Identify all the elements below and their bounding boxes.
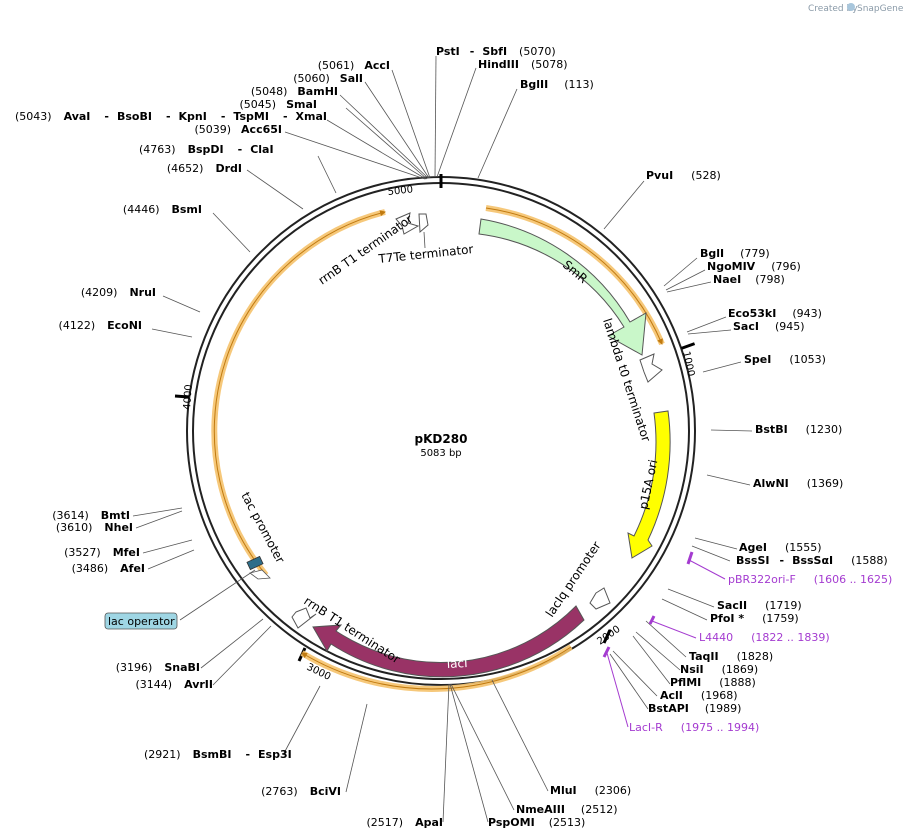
site-snabi[interactable]: (3196) SnaBI	[116, 658, 200, 675]
tick-1000-mark	[680, 342, 696, 350]
orange-arc-laci-line	[301, 646, 572, 690]
site-afei[interactable]: (3486) AfeI	[72, 559, 145, 576]
leader-lines	[132, 55, 753, 823]
feature-t7te-terminator[interactable]	[418, 213, 429, 234]
site-mfei[interactable]: (3527) MfeI	[64, 543, 140, 560]
site-econi[interactable]: (4122) EcoNI	[59, 316, 142, 333]
tick-1000-label: 1000	[680, 350, 696, 377]
site-sacii[interactable]: SacII (1719)	[717, 596, 802, 613]
site-nhei[interactable]: (3610) NheI	[56, 518, 133, 535]
site-bstapi[interactable]: BstAPI (1989)	[648, 699, 741, 716]
orange-arc-smr-line	[485, 207, 663, 345]
lac-operator-leader	[179, 569, 256, 621]
feature-tac-promoter-box[interactable]	[246, 555, 264, 571]
feature-rrnb-t1-upper[interactable]	[395, 212, 420, 235]
feature-smr[interactable]	[478, 218, 647, 356]
site-agei[interactable]: AgeI (1555)	[739, 538, 822, 555]
feature-tac-promoter-arrow	[249, 569, 271, 580]
site-acci[interactable]: (5061) AccI	[318, 56, 390, 73]
feature-tac-promoter-label: tac promoter	[238, 490, 287, 566]
primer-l4440[interactable]: L4440 (1822 .. 1839)	[699, 628, 830, 645]
feature-lac-operator[interactable]	[104, 612, 178, 630]
tick-2000-mark	[602, 629, 612, 644]
orange-arc-left-line	[213, 210, 386, 576]
site-spei[interactable]: SpeI (1053)	[744, 350, 826, 367]
primer-marks	[602, 551, 726, 728]
site-acli[interactable]: AclI (1968)	[660, 686, 737, 703]
site-saci[interactable]: SacI (945)	[733, 317, 805, 334]
brand-name: SnapGene	[857, 4, 904, 14]
site-naei[interactable]: NaeI (798)	[713, 270, 785, 287]
snapgene-brand: Created by SnapGene	[808, 3, 904, 14]
feature-lac-operator-label: lac operator	[108, 615, 175, 628]
site-pvui[interactable]: PvuI (528)	[646, 166, 721, 183]
site-sali[interactable]: (5060) SalI	[293, 69, 363, 86]
feature-lambda-t0-terminator[interactable]	[639, 353, 663, 383]
plasmid-name: pKD280	[415, 432, 468, 446]
tick-4000-mark	[174, 394, 190, 399]
primer-laci-r[interactable]: LacI-R (1975 .. 1994)	[629, 718, 759, 735]
site-bamhi[interactable]: (5048) BamHI	[251, 82, 338, 99]
feature-p15a-ori[interactable]	[627, 410, 671, 559]
site-ngomiv[interactable]: NgoMIV (796)	[707, 257, 801, 274]
site-bsmbi[interactable]: (2921) BsmBI - Esp3I	[144, 745, 292, 762]
site-bmti[interactable]: (3614) BmtI	[52, 506, 130, 523]
orange-arc-left	[211, 209, 386, 577]
site-psti[interactable]: PstI - SbfI (5070)	[436, 42, 556, 59]
tick-2000-label: 2000	[595, 624, 622, 648]
feature-t7te-label: T7Te terminator	[377, 242, 474, 266]
site-nrui[interactable]: (4209) NruI	[81, 283, 156, 300]
site-taqii[interactable]: TaqII (1828)	[689, 647, 773, 664]
site-smai[interactable]: (5045) SmaI	[240, 95, 317, 112]
site-avai[interactable]: (5043) AvaI - BsoBI - KpnI - TspMI - Xma…	[15, 107, 327, 124]
site-pspomi[interactable]: PspOMI (2513)	[488, 813, 585, 830]
snapgene-logo-icon	[847, 3, 855, 11]
site-bsssi[interactable]: BssSI - BssSαI (1588)	[736, 551, 888, 568]
tick-5000-label: 5000	[387, 184, 413, 198]
feature-laci[interactable]	[312, 605, 585, 678]
feature-laci-label: lacI	[446, 656, 468, 671]
feature-laciq-promoter[interactable]	[589, 587, 611, 610]
feature-rrnb-t1-lower[interactable]	[291, 607, 317, 629]
site-bstbi[interactable]: BstBI (1230)	[755, 420, 842, 437]
tick-4000-label: 4000	[182, 384, 195, 410]
brand-created-by: Created by	[808, 4, 858, 14]
site-avrii[interactable]: (3144) AvrII	[136, 675, 213, 692]
site-pflmi[interactable]: PflMI (1888)	[670, 673, 756, 690]
t7te-leader	[423, 231, 426, 249]
site-hindiii[interactable]: HindIII (5078)	[478, 55, 568, 72]
site-apai[interactable]: (2517) ApaI	[367, 813, 443, 830]
site-alwni[interactable]: AlwNI (1369)	[753, 474, 843, 491]
site-acc65i[interactable]: (5039) Acc65I	[194, 120, 282, 137]
plasmid-length: 5083 bp	[420, 448, 461, 459]
site-bglii[interactable]: BglII (113)	[520, 75, 594, 92]
site-bgli[interactable]: BglI (779)	[700, 244, 770, 261]
site-nmeaiii[interactable]: NmeAIII (2512)	[516, 800, 618, 817]
site-bsmi[interactable]: (4446) BsmI	[123, 200, 202, 217]
site-pfoi[interactable]: PfoI * (1759)	[710, 609, 799, 626]
site-mlui[interactable]: MluI (2306)	[550, 781, 631, 798]
site-eco53ki[interactable]: Eco53kI (943)	[728, 304, 822, 321]
site-drdi[interactable]: (4652) DrdI	[167, 159, 242, 176]
site-bcivi[interactable]: (2763) BciVI	[261, 782, 341, 799]
primer-pbr322ori-f[interactable]: pBR322ori-F (1606 .. 1625)	[728, 570, 892, 587]
site-nsii[interactable]: NsiI (1869)	[680, 660, 758, 677]
site-bspdi[interactable]: (4763) BspDI - ClaI	[139, 140, 274, 157]
